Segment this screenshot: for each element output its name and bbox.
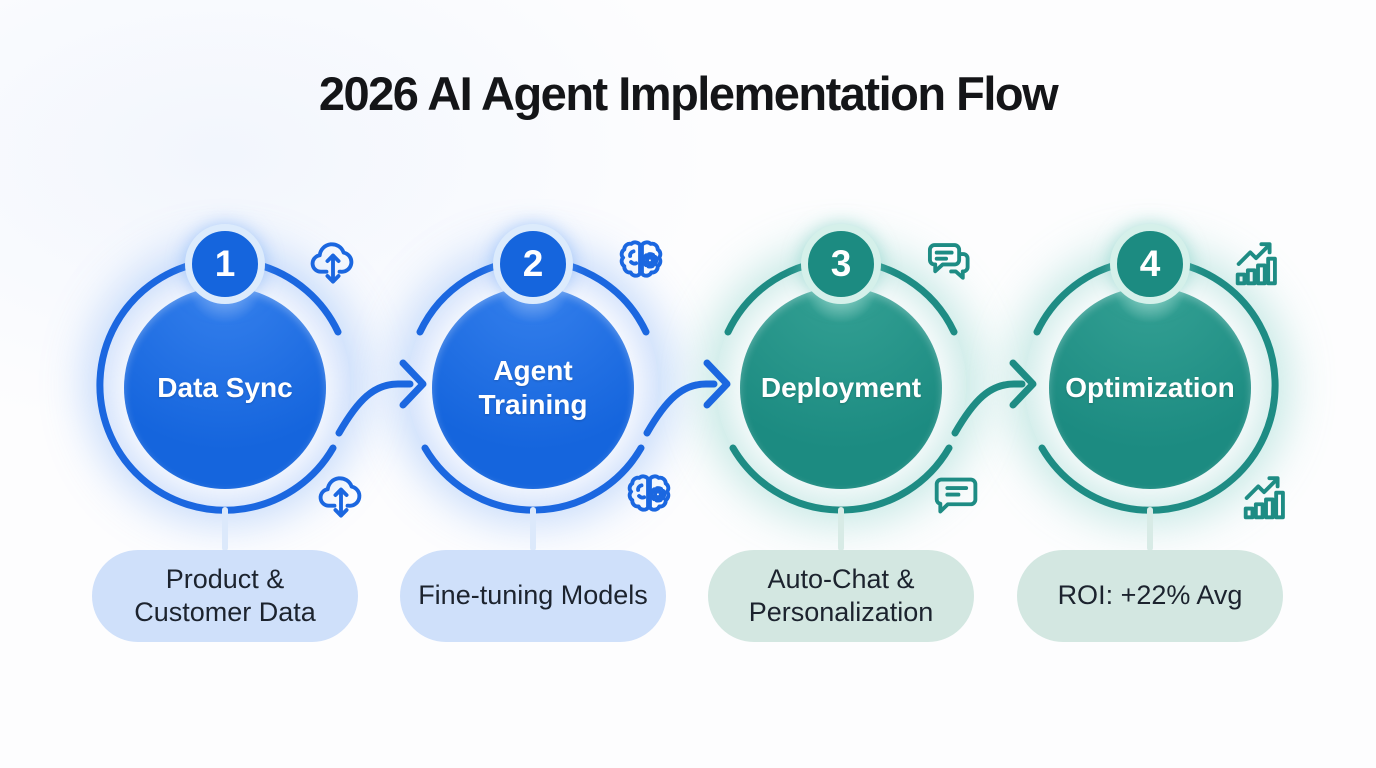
page-title: 2026 AI Agent Implementation Flow bbox=[318, 67, 1059, 120]
step-2-circle: Agent Training bbox=[432, 287, 634, 489]
step-1-connector bbox=[222, 507, 228, 551]
step-3: Deployment 3 Auto-Chat & Personalization bbox=[708, 224, 978, 644]
cloud-sync-icon bbox=[312, 468, 370, 526]
step-1-label: Data Sync bbox=[157, 371, 293, 403]
step-2-number-badge: 2 bbox=[493, 224, 573, 304]
step-3-number-badge: 3 bbox=[801, 224, 881, 304]
step-4-caption: ROI: +22% Avg bbox=[1017, 550, 1283, 642]
step-2-connector bbox=[530, 507, 536, 551]
step-2-caption: Fine-tuning Models bbox=[400, 550, 666, 642]
step-2: Agent Training 2 Fine-tuning Models bbox=[400, 224, 666, 644]
step-4: Optimization 4 ROI: +22% Avg bbox=[1017, 224, 1285, 644]
step-4-connector bbox=[1147, 507, 1153, 551]
step-1: Data Sync 1 Product & Customer Data bbox=[92, 224, 362, 644]
cloud-sync-icon bbox=[304, 234, 362, 292]
arrow-step3-to-step4 bbox=[951, 359, 1037, 437]
arrow-step1-to-step2 bbox=[335, 359, 427, 437]
step-3-circle: Deployment bbox=[740, 287, 942, 489]
chat-note-icon bbox=[928, 468, 986, 526]
step-1-circle: Data Sync bbox=[124, 287, 326, 489]
brain-gear-icon bbox=[620, 468, 678, 526]
arrow-step2-to-step3 bbox=[643, 359, 731, 437]
step-1-number-badge: 1 bbox=[185, 224, 265, 304]
growth-chart-icon bbox=[1237, 468, 1295, 526]
step-4-circle: Optimization bbox=[1049, 287, 1251, 489]
brain-gear-icon bbox=[612, 234, 670, 292]
step-2-label: Agent Training bbox=[478, 354, 588, 420]
step-4-label: Optimization bbox=[1065, 371, 1235, 403]
chat-bubbles-icon bbox=[920, 234, 978, 292]
step-3-connector bbox=[838, 507, 844, 551]
step-4-number-badge: 4 bbox=[1110, 224, 1190, 304]
step-1-caption: Product & Customer Data bbox=[92, 550, 358, 642]
step-3-label: Deployment bbox=[760, 371, 922, 403]
step-3-caption: Auto-Chat & Personalization bbox=[708, 550, 974, 642]
growth-chart-icon bbox=[1229, 234, 1287, 292]
